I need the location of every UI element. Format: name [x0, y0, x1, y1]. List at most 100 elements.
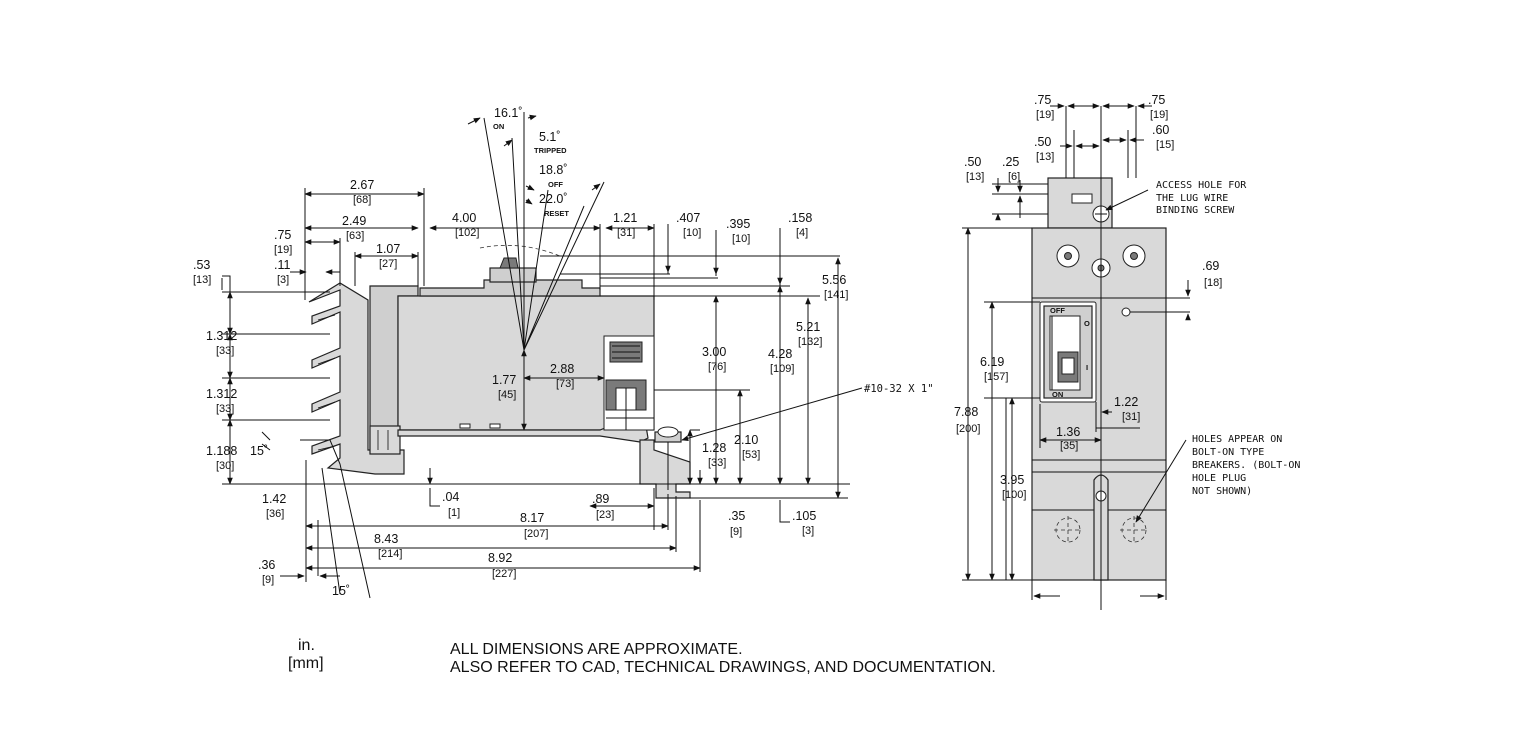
dim-04: .04 — [442, 490, 459, 504]
fdim-6-19: 6.19 — [980, 355, 1004, 369]
holes-note-4: HOLE PLUG — [1192, 473, 1246, 484]
dim-2-67: 2.67 — [350, 178, 374, 192]
mark-o: O — [1084, 319, 1090, 328]
fdim-69-mm: [18] — [1204, 277, 1222, 289]
dim-2-88-mm: [73] — [556, 378, 574, 390]
dim-1-42-mm: [36] — [266, 508, 284, 520]
dim-36: .36 — [258, 558, 275, 572]
holes-note-2: BOLT-ON TYPE — [1192, 447, 1264, 458]
dim-1-21: 1.21 — [613, 211, 637, 225]
angle-off-label: OFF — [548, 180, 563, 189]
units-secondary: [mm] — [288, 655, 324, 672]
dim-35-mm: [9] — [730, 526, 742, 538]
dim-2-10: 2.10 — [734, 433, 758, 447]
fdim-50a-mm: [13] — [1036, 151, 1054, 163]
fdim-50b-mm: [13] — [966, 171, 984, 183]
fdim-75b: .75 — [1148, 93, 1165, 107]
fdim-60-mm: [15] — [1156, 139, 1174, 151]
units-primary: in. — [298, 637, 315, 654]
angle-off-value: 18.8˚ — [539, 163, 568, 177]
access-note-1: ACCESS HOLE FOR — [1156, 180, 1247, 191]
fdim-1-22-mm: [31] — [1122, 411, 1140, 423]
dim-8-43-mm: [214] — [378, 548, 402, 560]
dim-105-mm: [3] — [802, 525, 814, 537]
fdim-50a: .50 — [1034, 135, 1051, 149]
holes-note-3: BREAKERS. (BOLT-ON — [1192, 460, 1300, 471]
dim-2-10-mm: [53] — [742, 449, 760, 461]
dim-4-00: 4.00 — [452, 211, 476, 225]
access-note-3: BINDING SCREW — [1156, 205, 1235, 216]
dim-75-mm: [19] — [274, 244, 292, 256]
dim-8-17: 8.17 — [520, 511, 544, 525]
fdim-69: .69 — [1202, 259, 1219, 273]
access-note-2: THE LUG WIRE — [1156, 193, 1228, 204]
dim-11: .11 — [274, 258, 290, 272]
angle-15-left: 15˚ — [250, 444, 268, 458]
fdim-7-88: 7.88 — [954, 405, 978, 419]
dim-158-mm: [4] — [796, 227, 808, 239]
dim-1-77-mm: [45] — [498, 389, 516, 401]
fdim-3-95: 3.95 — [1000, 473, 1024, 487]
fdim-60: .60 — [1152, 123, 1169, 137]
front-dim-labels: .75 [19] .75 [19] .60 [15] .50 [13] .50 … — [954, 93, 1300, 501]
dim-89: .89 — [592, 492, 609, 506]
screw-label: #10-32 X 1" — [864, 383, 934, 395]
front-view: OFF ON O I .75 — [954, 93, 1300, 610]
angle-reset-value: 22.0˚ — [539, 192, 568, 206]
dim-11-mm: [3] — [277, 274, 289, 286]
fdim-75a: .75 — [1034, 93, 1051, 107]
side-mechanism — [603, 335, 655, 431]
dim-2-49-mm: [63] — [346, 230, 364, 242]
dim-1-28-mm: [33] — [708, 457, 726, 469]
angle-on-value: 16.1˚ — [494, 106, 523, 120]
dim-2-88: 2.88 — [550, 362, 574, 376]
dim-1-188: 1.188 — [206, 444, 237, 458]
dim-4-00-mm: [102] — [455, 227, 479, 239]
angle-tripped-label: TRIPPED — [534, 146, 567, 155]
dim-8-17-mm: [207] — [524, 528, 548, 540]
fdim-75a-mm: [19] — [1036, 109, 1054, 121]
side-dim-lines — [221, 112, 863, 599]
dim-36-mm: [9] — [262, 574, 274, 586]
handle-on-label: ON — [1052, 390, 1063, 399]
side-view: 16.1˚ ON 5.1˚ TRIPPED 18.8˚ OFF 22.0˚ RE… — [193, 106, 934, 599]
dim-8-92-mm: [227] — [492, 568, 516, 580]
fdim-3-95-mm: [100] — [1002, 489, 1026, 501]
dim-5-56-mm: [141] — [824, 289, 848, 301]
front-handle: OFF ON O I — [1039, 301, 1097, 403]
dim-4-28-mm: [109] — [770, 363, 794, 375]
dim-3-00: 3.00 — [702, 345, 726, 359]
dim-4-28: 4.28 — [768, 347, 792, 361]
fdim-75b-mm: [19] — [1150, 109, 1168, 121]
dim-1-28: 1.28 — [702, 441, 726, 455]
angle-on-label: ON — [493, 122, 504, 131]
angle-reset-label: RESET — [544, 209, 569, 218]
angle-15-bottom: 15˚ — [332, 584, 350, 598]
handle-off-label: OFF — [1050, 306, 1065, 315]
dim-395-mm: [10] — [732, 233, 750, 245]
dim-1-07: 1.07 — [376, 242, 400, 256]
dim-04-mm: [1] — [448, 507, 460, 519]
note-refer: ALSO REFER TO CAD, TECHNICAL DRAWINGS, A… — [450, 659, 996, 676]
dim-3-00-mm: [76] — [708, 361, 726, 373]
fdim-1-22: 1.22 — [1114, 395, 1138, 409]
fdim-50b: .50 — [964, 155, 981, 169]
dim-35: .35 — [728, 509, 745, 523]
fdim-1-36: 1.36 — [1056, 425, 1080, 439]
side-dim-labels: 16.1˚ ON 5.1˚ TRIPPED 18.8˚ OFF 22.0˚ RE… — [193, 106, 934, 598]
dim-395: .395 — [726, 217, 750, 231]
dim-5-56: 5.56 — [822, 273, 846, 287]
fdim-6-19-mm: [157] — [984, 371, 1008, 383]
angle-tripped-value: 5.1˚ — [539, 130, 561, 144]
dim-8-43: 8.43 — [374, 532, 398, 546]
dim-8-92: 8.92 — [488, 551, 512, 565]
fdim-1-36-mm: [35] — [1060, 440, 1078, 452]
dim-105: .105 — [792, 509, 816, 523]
dim-1-312b-mm: [33] — [216, 403, 234, 415]
dim-407: .407 — [676, 211, 700, 225]
front-housing — [1031, 177, 1167, 581]
dim-1-312a-mm: [33] — [216, 345, 234, 357]
holes-note-1: HOLES APPEAR ON — [1192, 434, 1282, 445]
dim-5-21: 5.21 — [796, 320, 820, 334]
